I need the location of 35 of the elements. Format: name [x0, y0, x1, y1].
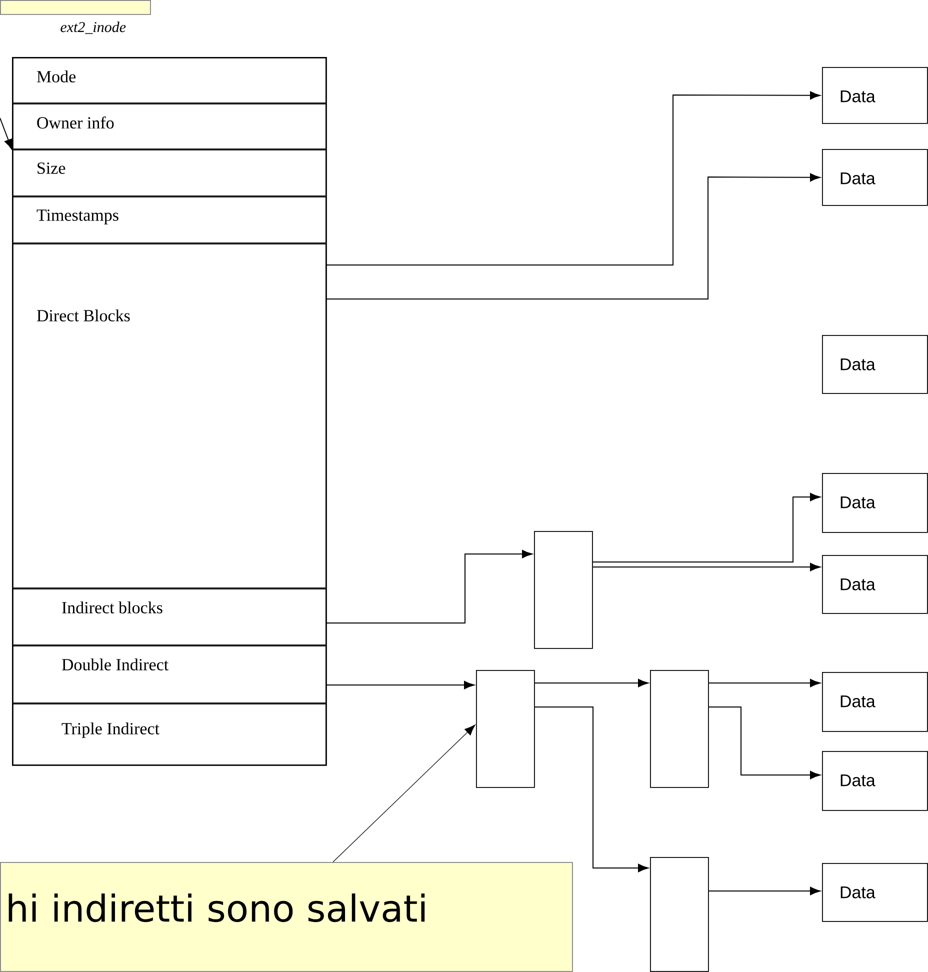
arrow	[534, 706, 648, 872]
leader-arrow	[332, 724, 476, 862]
data-block-box: Data	[822, 672, 928, 732]
arrow	[326, 680, 474, 690]
data-block-box: Data	[822, 555, 928, 614]
arrow	[592, 492, 820, 562]
arrow	[534, 678, 648, 688]
table-row: Triple Indirect	[12, 704, 326, 766]
data-block-box: Data	[822, 473, 928, 533]
table-title: ext2_inode	[60, 22, 126, 34]
data-block-box: Data	[822, 863, 928, 922]
arrow	[0, 118, 12, 150]
pointer-block-box	[534, 531, 593, 649]
arrow	[708, 678, 820, 688]
table-row: Double Indirect	[12, 646, 326, 704]
table-row: Timestamps	[12, 196, 326, 244]
data-block-box: Data	[822, 751, 928, 811]
table-row: Mode	[12, 58, 326, 104]
arrow	[326, 173, 820, 300]
pointer-block-box	[650, 670, 709, 788]
arrow	[326, 91, 820, 266]
table-row: Size	[12, 150, 326, 196]
data-block-box: Data	[822, 335, 928, 394]
pointer-block-box	[650, 857, 709, 972]
callout-box: hi indiretti sono salvati	[0, 862, 573, 972]
pointer-block-box	[476, 670, 535, 788]
data-block-box: Data	[822, 67, 928, 124]
table-row: Owner info	[12, 104, 326, 150]
arrow	[708, 886, 820, 896]
arrow	[326, 550, 532, 624]
data-block-box: Data	[822, 149, 928, 206]
callout-box	[0, 0, 151, 15]
arrow	[708, 706, 820, 780]
table-row: Indirect blocks	[12, 588, 326, 646]
arrow	[592, 562, 820, 572]
